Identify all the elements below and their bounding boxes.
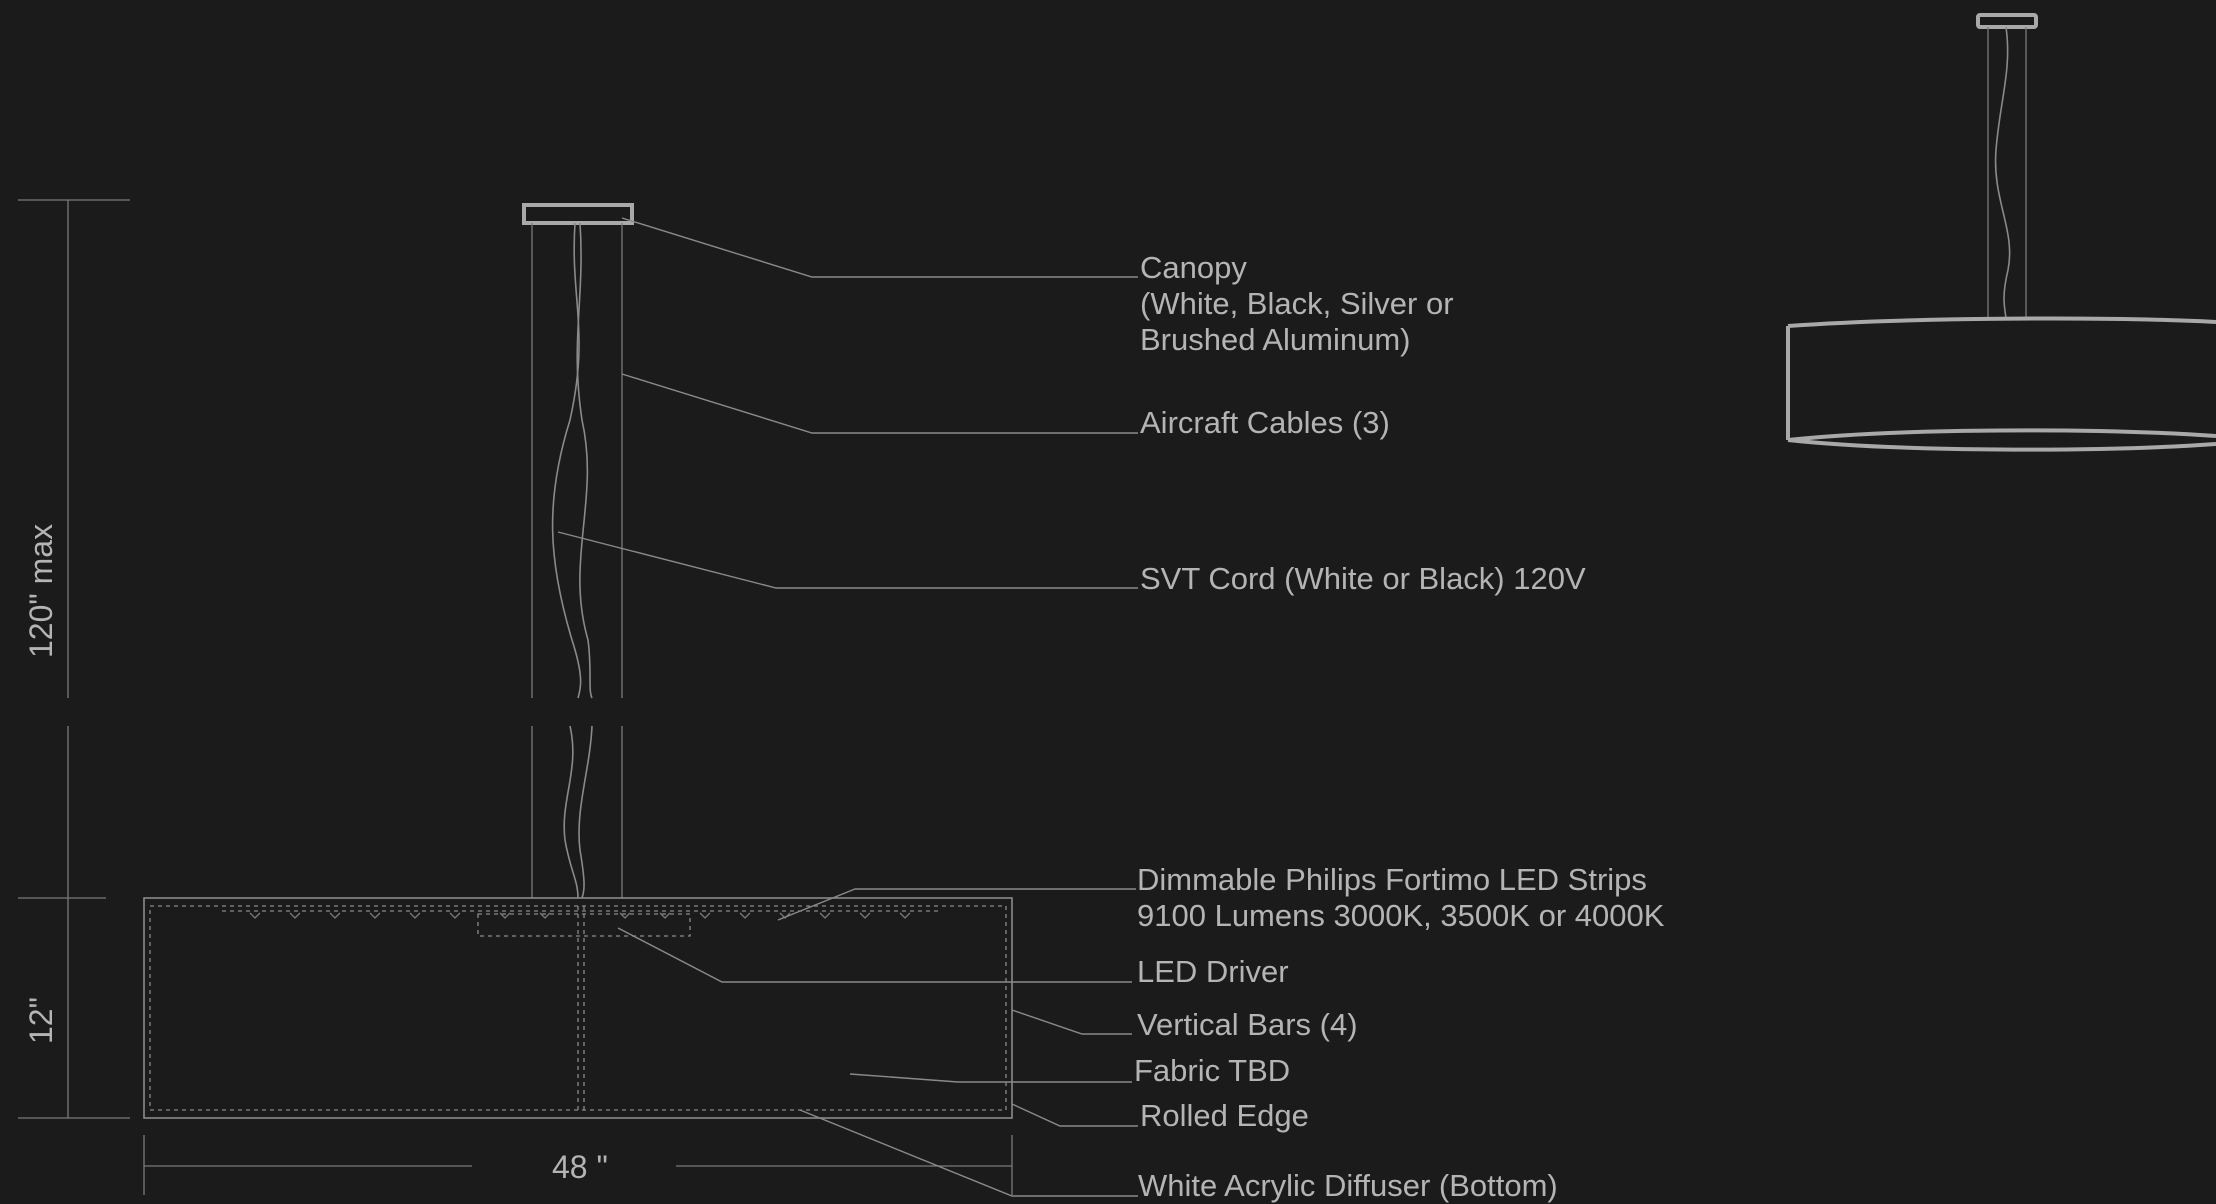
diffuser-label: White Acrylic Diffuser (Bottom)	[1138, 1168, 1558, 1203]
canopy-label: Canopy	[1140, 250, 1247, 285]
width-dimension-label: 48 "	[552, 1149, 608, 1185]
rolled-edge-label: Rolled Edge	[1140, 1098, 1309, 1133]
leader-lines	[557, 217, 1138, 1197]
front-elevation	[143, 203, 1013, 1119]
callout-led-strips: Dimmable Philips Fortimo LED Strips 9100…	[1137, 862, 1665, 933]
vertical-bars-label: Vertical Bars (4)	[1137, 1007, 1358, 1042]
svt-cord-label: SVT Cord (White or Black) 120V	[1140, 561, 1586, 596]
width-dimension	[143, 1135, 1013, 1195]
svt-cord	[551, 222, 593, 899]
led-strips-label: Dimmable Philips Fortimo LED Strips	[1137, 862, 1647, 897]
canopy-options-line1: (White, Black, Silver or	[1140, 286, 1454, 321]
shade-outer	[143, 897, 1013, 1119]
canopy-options-line2: Brushed Aluminum)	[1140, 322, 1411, 357]
fabric-label: Fabric TBD	[1134, 1053, 1290, 1088]
aircraft-cables-label: Aircraft Cables (3)	[1140, 405, 1390, 440]
overall-height-dimension: 120" max	[23, 524, 59, 658]
led-strip	[222, 910, 940, 919]
led-driver	[477, 913, 691, 937]
height-dimension	[18, 199, 130, 1119]
canopy-shape	[522, 203, 634, 225]
led-strips-spec: 9100 Lumens 3000K, 3500K or 4000K	[1137, 898, 1665, 933]
led-driver-label: LED Driver	[1137, 954, 1289, 989]
callout-canopy: Canopy (White, Black, Silver or Brushed …	[1140, 250, 1454, 357]
perspective-view	[1786, 13, 2216, 452]
shade-height-dimension: 12"	[23, 997, 59, 1044]
aircraft-cables	[531, 223, 623, 898]
